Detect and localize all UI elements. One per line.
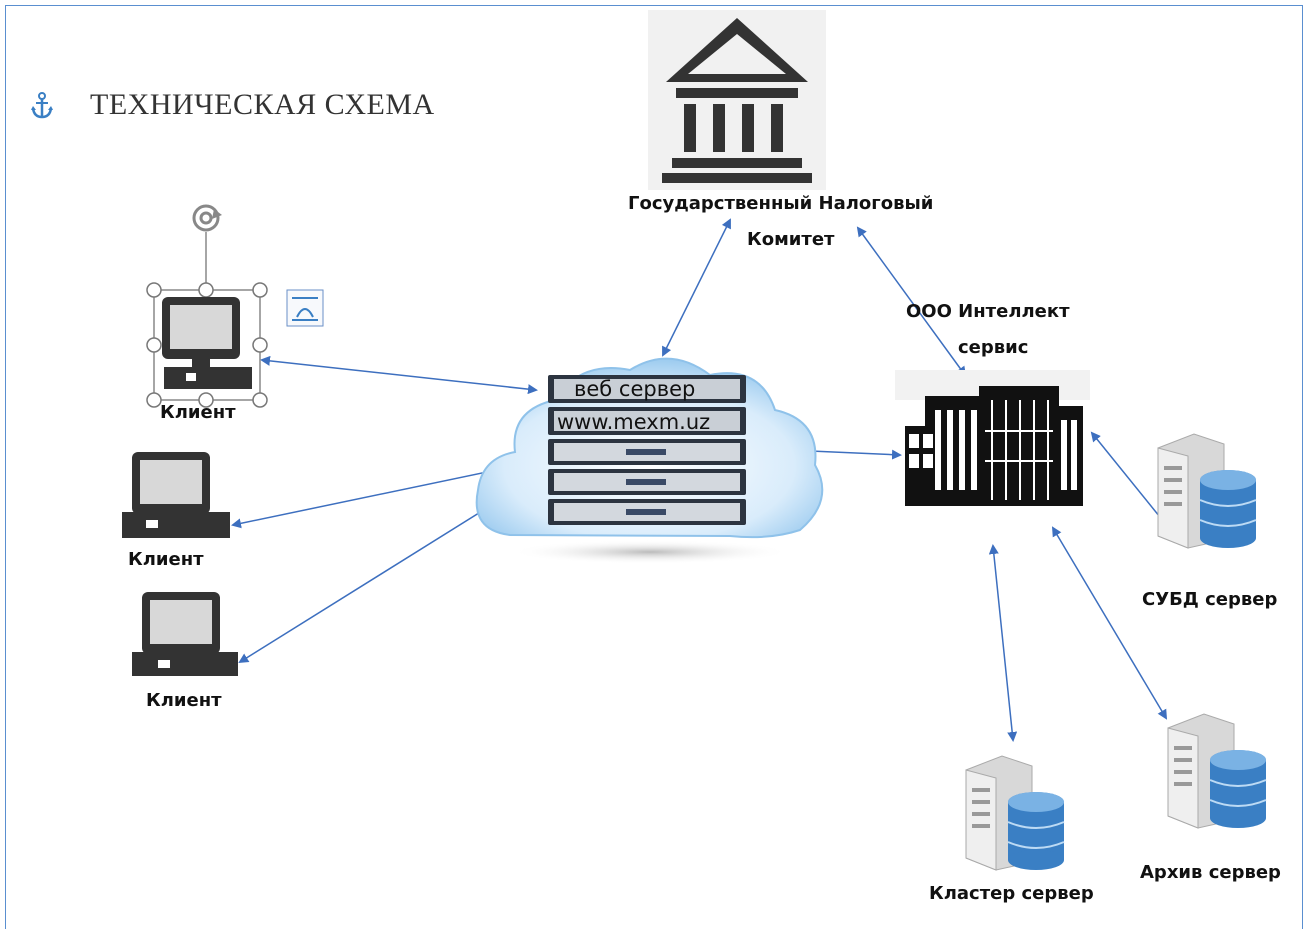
arrow-company-dbms	[1090, 431, 1170, 529]
client-computer-1[interactable]	[140, 185, 360, 415]
client-computer-3	[130, 590, 240, 680]
dbms-server-label: СУБД сервер	[1142, 589, 1278, 610]
tax-committee-label-line2: Комитет	[747, 229, 835, 250]
company-label-line2: сервис	[958, 337, 1029, 358]
client-label-2: Клиент	[128, 549, 204, 570]
archive-server-label: Архив сервер	[1140, 862, 1281, 883]
anchor-icon	[31, 92, 53, 119]
page-title: ТЕХНИЧЕСКАЯ СХЕМА	[90, 88, 435, 121]
office-building-icon	[895, 370, 1090, 510]
government-building-icon	[648, 10, 826, 190]
arrow-tax-web	[662, 218, 731, 357]
tax-committee-label-line1: Государственный Налоговый	[628, 193, 934, 214]
web-server-label-line2: www.mexm.uz	[557, 410, 711, 434]
client-computer-2	[120, 450, 230, 540]
rotate-handle-icon	[192, 204, 222, 290]
database-server-icon	[1150, 430, 1260, 550]
client-label-1: Клиент	[160, 402, 236, 423]
company-label-line1: ООО Интеллект	[906, 301, 1070, 322]
archive-server-icon	[1160, 710, 1270, 830]
document-frame	[5, 5, 1303, 929]
arrow-tax-company	[856, 226, 967, 377]
arrow-client1-web	[260, 355, 538, 395]
arrow-company-cluster	[988, 544, 1018, 742]
layout-options-icon	[286, 289, 324, 327]
client-label-3: Клиент	[146, 690, 222, 711]
cluster-server-icon	[958, 752, 1068, 872]
arrow-company-archive	[1051, 526, 1168, 720]
server-rack-icon	[548, 375, 746, 527]
web-server-label-line1: веб сервер	[574, 377, 696, 401]
cluster-server-label: Кластер сервер	[929, 883, 1094, 904]
